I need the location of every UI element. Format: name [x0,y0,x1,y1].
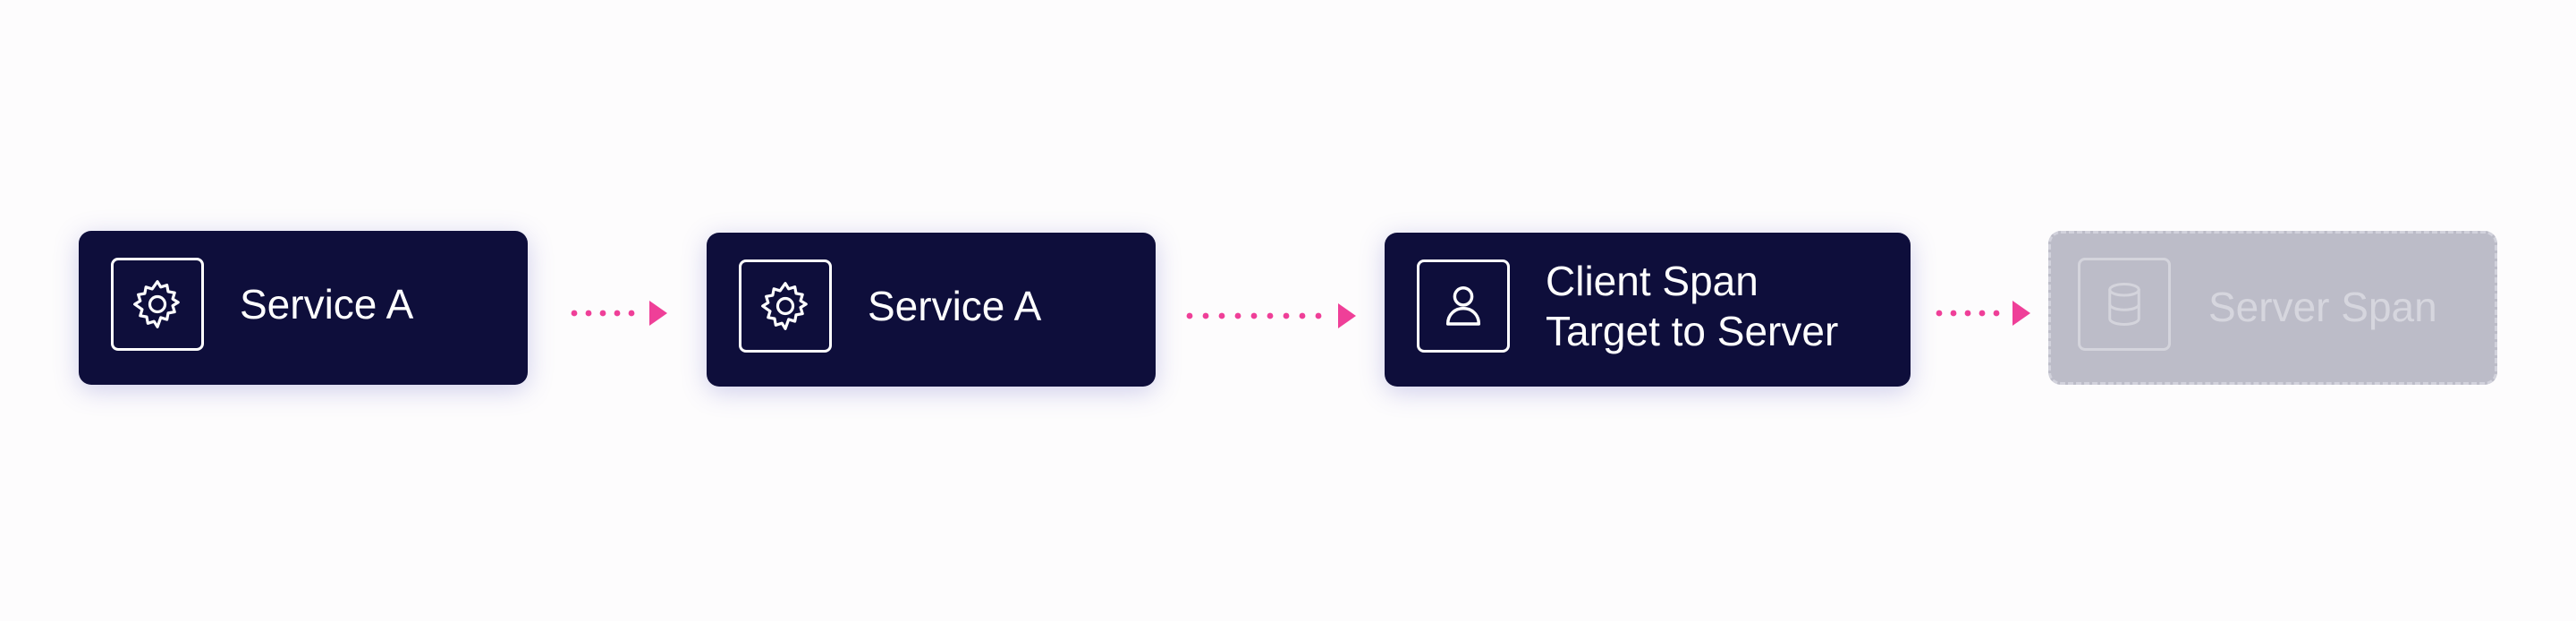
node-service-a-1[interactable]: Service A [79,231,528,385]
edge-arrow-2 [1186,298,1361,334]
node-label: Server Span [2208,284,2437,330]
node-server-span[interactable]: Server Span [2048,231,2497,385]
node-label-multiline: Client Span Target to Server [1546,256,1838,356]
node-label: Service A [868,283,1042,329]
node-client-span[interactable]: Client Span Target to Server [1385,233,1911,387]
database-icon [2078,258,2171,351]
node-label: Service A [240,281,414,328]
gear-icon [739,259,832,353]
gear-icon [111,258,204,351]
node-label-line-2: Target to Server [1546,308,1839,354]
user-icon [1417,259,1510,353]
edge-arrow-3 [1936,295,2036,331]
node-service-a-2[interactable]: Service A [707,233,1156,387]
node-label-line-1: Client Span [1546,258,1758,304]
edge-arrow-1 [571,295,671,331]
